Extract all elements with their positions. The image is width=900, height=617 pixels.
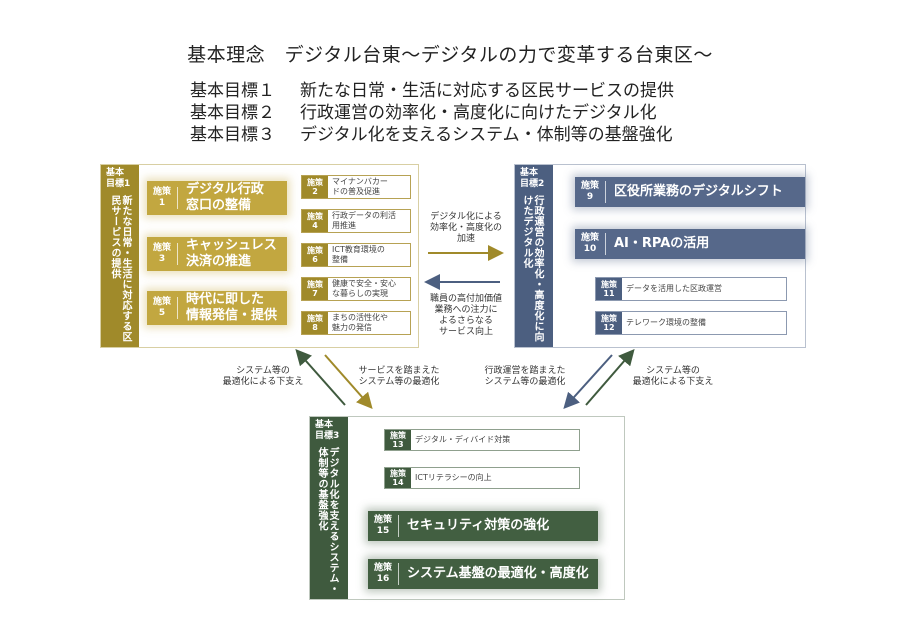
measure-7-box: 施策 7 健康で安全・安心 な暮らしの実現 [301,277,411,301]
goal3-vertical-text: デジタル化を支えるシステム・体制等の基盤強化 [316,447,338,594]
goal-list: 基本目標１ 新たな日常・生活に対応する区民サービスの提供 基本目標２ 行政運営の効率… [190,80,674,146]
goal-text: 新たな日常・生活に対応する区民サービスの提供 [300,81,674,101]
goal1-panel: 基本 目標1 新たな日常・生活に対応する区民サービスの提供 施策 1 デジタル行… [100,164,419,348]
arrow-goal3-to-goal2 [585,348,635,406]
measure-8-box: 施策 8 まちの活性化や 魅力の発信 [301,311,411,335]
measure-tag: 施策 3 [147,243,178,265]
measure-tag: 施策 12 [596,312,622,334]
measure-11-box: 施策 11 データを活用した区政運営 [595,277,787,301]
arrow-goal1-to-goal3 [324,354,373,409]
measure-3-box: 施策 3 キャッシュレス 決済の推進 [147,237,287,271]
measure-tag: 施策 8 [302,312,328,334]
measure-tag: 施策 9 [575,181,606,203]
goal2-head: 基本 目標2 [520,168,545,189]
measure-text: 行政データの利活 用推進 [332,211,396,230]
goal2-vertical-text: 行政運営の効率化・高度化に向けたデジタル化 [521,195,543,342]
measure-13-box: 施策 13 デジタル・ディバイド対策 [384,429,580,451]
measure-text: マイナンバカー ドの普及促進 [332,177,388,196]
measure-text: デジタル行政 窓口の整備 [186,182,264,213]
goal1-head: 基本 目標1 [106,168,131,189]
arrow-note-right-down: 行政運営を踏まえた システム等の最適化 [484,366,566,387]
arrow-goal2-to-goal3 [563,354,613,409]
measure-15-box: 施策 15 セキュリティ対策の強化 [368,511,598,541]
page-title: 基本理念 デジタル台東〜デジタルの力で変革する台東区〜 [187,44,713,66]
measure-tag: 施策 1 [147,187,178,209]
goal-label: 基本目標３ [190,125,275,145]
measure-tag: 施策 2 [302,176,328,198]
measure-10-box: 施策 10 AI・RPAの活用 [575,229,805,259]
measure-tag: 施策 16 [368,563,399,585]
arrow-note-left: 職員の高付加価値 業務への注力に よるさらなる サービス向上 [429,294,502,337]
measure-12-box: 施策 12 テレワーク環境の整備 [595,311,787,335]
goal-line-2: 基本目標２ 行政運営の効率化・高度化に向けたデジタル化 [190,102,674,124]
measure-1-box: 施策 1 デジタル行政 窓口の整備 [147,181,287,215]
measure-9-box: 施策 9 区役所業務のデジタルシフト [575,177,805,207]
arrow-note-right: デジタル化による 効率化・高度化の 加速 [429,212,502,244]
measure-tag: 施策 5 [147,297,178,319]
measure-4-box: 施策 4 行政データの利活 用推進 [301,209,411,233]
measure-text: デジタル・ディバイド対策 [415,435,511,444]
measure-text: ICTリテラシーの向上 [415,473,492,482]
goal3-panel: 基本 目標3 デジタル化を支えるシステム・体制等の基盤強化 施策 13 デジタル… [309,416,625,600]
measure-tag: 施策 14 [385,468,411,488]
measure-text: キャッシュレス 決済の推進 [186,238,277,269]
measure-tag: 施策 11 [596,278,622,300]
measure-tag: 施策 13 [385,430,411,450]
measure-text: 時代に即した 情報発信・提供 [186,292,278,323]
measure-text: データを活用した区政運営 [626,284,722,293]
goal1-sidebar: 基本 目標1 新たな日常・生活に対応する区民サービスの提供 [101,165,139,347]
arrow-goal3-to-goal1 [295,349,346,406]
measure-5-box: 施策 5 時代に即した 情報発信・提供 [147,291,287,325]
measure-16-box: 施策 16 システム基盤の最適化・高度化 [368,559,598,589]
measure-text: 区役所業務のデジタルシフト [614,184,783,199]
goal-line-3: 基本目標３ デジタル化を支えるシステム・体制等の基盤強化 [190,124,674,146]
measure-text: 健康で安全・安心 な暮らしの実現 [332,279,396,298]
measure-text: ICT教育環境の 整備 [332,245,385,264]
goal3-sidebar: 基本 目標3 デジタル化を支えるシステム・体制等の基盤強化 [310,417,348,599]
goal-line-1: 基本目標１ 新たな日常・生活に対応する区民サービスの提供 [190,80,674,102]
measure-2-box: 施策 2 マイナンバカー ドの普及促進 [301,175,411,199]
goal-text: デジタル化を支えるシステム・体制等の基盤強化 [300,125,673,145]
measure-text: システム基盤の最適化・高度化 [407,566,589,581]
measure-text: AI・RPAの活用 [614,236,710,251]
measure-text: テレワーク環境の整備 [626,318,706,327]
measure-6-box: 施策 6 ICT教育環境の 整備 [301,243,411,267]
measure-tag: 施策 6 [302,244,328,266]
measure-text: まちの活性化や 魅力の発信 [332,313,388,332]
goal-label: 基本目標１ [190,81,275,101]
measure-tag: 施策 4 [302,210,328,232]
goal-label: 基本目標２ [190,103,275,123]
measure-tag: 施策 10 [575,233,606,255]
measure-text: セキュリティ対策の強化 [407,518,550,533]
arrow-note-left-down: サービスを踏まえた システム等の最適化 [358,366,440,387]
goal-text: 行政運営の効率化・高度化に向けたデジタル化 [300,103,657,123]
goal2-panel: 基本 目標2 行政運営の効率化・高度化に向けたデジタル化 施策 9 区役所業務の… [514,164,806,348]
measure-14-box: 施策 14 ICTリテラシーの向上 [384,467,580,489]
goal3-head: 基本 目標3 [315,420,340,441]
measure-tag: 施策 7 [302,278,328,300]
arrow-note-left-up: システム等の 最適化による下支え [222,366,304,387]
arrow-note-right-up: システム等の 最適化による下支え [632,366,714,387]
goal1-vertical-text: 新たな日常・生活に対応する区民サービスの提供 [109,195,131,342]
measure-tag: 施策 15 [368,515,399,537]
goal2-sidebar: 基本 目標2 行政運営の効率化・高度化に向けたデジタル化 [515,165,553,347]
